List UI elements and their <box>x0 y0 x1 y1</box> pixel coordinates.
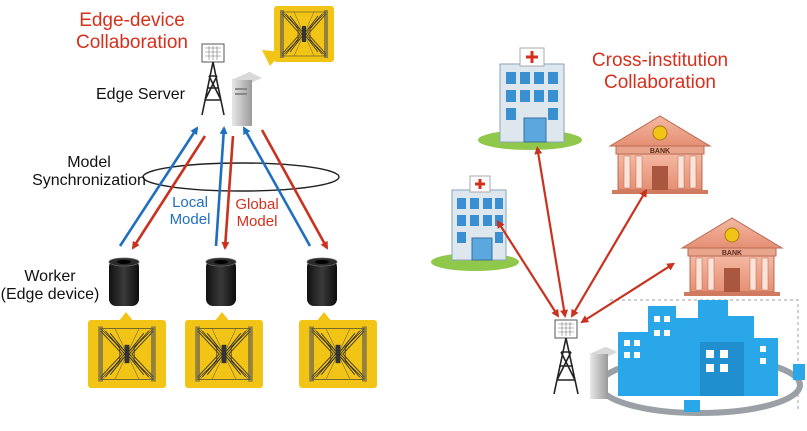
global-model-label: Global Model <box>235 196 279 231</box>
sync-ellipse <box>142 162 340 192</box>
bank-icon: BANK <box>608 115 712 194</box>
cross-institution-title: Cross-institution Collaboration <box>591 50 729 93</box>
server-model-bubble <box>262 5 335 66</box>
worker-model-bubble <box>299 312 377 388</box>
worker-label: Worker (Edge device) <box>0 268 100 304</box>
worker-model-bubble <box>88 312 166 388</box>
bank-sign: BANK <box>650 148 670 155</box>
worker-device-icon <box>205 257 237 306</box>
local-model-label: Local Model <box>169 194 211 229</box>
bank-sign: BANK <box>722 250 742 257</box>
institution-link-arrows <box>496 146 676 324</box>
hospital-icon <box>478 47 582 150</box>
edge-server-icon <box>232 72 262 126</box>
institution-tower-icon <box>553 319 579 395</box>
worker-device-icon <box>108 257 140 306</box>
worker-device-icon <box>306 257 338 306</box>
local-model-arrows <box>118 126 312 247</box>
global-model-arrows <box>131 129 329 250</box>
edge-tower-icon <box>201 43 225 116</box>
edge-device-title: Edge-device Collaboration <box>76 10 188 53</box>
edge-server-label: Edge Server <box>96 86 185 103</box>
worker-model-bubble <box>185 312 263 388</box>
model-sync-label: Model Synchronization <box>32 154 146 190</box>
city-icon <box>597 299 805 416</box>
bank-icon: BANK <box>680 217 784 296</box>
city-server-icon <box>590 347 618 399</box>
hospital-icon <box>431 175 519 271</box>
